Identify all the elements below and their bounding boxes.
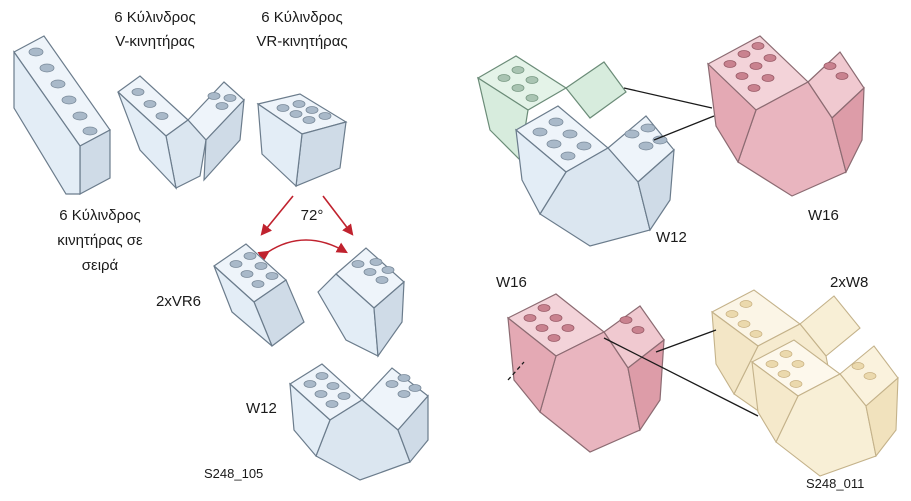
- label-2xw8: 2xW8: [830, 274, 869, 291]
- label-code-left: S248_105: [204, 466, 264, 481]
- label-code-right: S248_011: [806, 476, 865, 491]
- connector-lines-bottom: [507, 329, 759, 417]
- vr6-block: [256, 93, 348, 188]
- label-w12-right: W12: [656, 229, 687, 246]
- label-w16-bottom: W16: [496, 274, 527, 291]
- inline-6-block: [13, 35, 111, 195]
- label-vr6-line2: VR-κινητήρας: [256, 33, 348, 50]
- w16-block-bottom: [506, 293, 665, 453]
- angle-arrows: [257, 195, 354, 262]
- w12-block-right: [514, 105, 675, 247]
- w16-block-top: [706, 35, 865, 197]
- vr6-half-left: [213, 243, 305, 347]
- label-angle: 72°: [300, 207, 324, 224]
- w12-block-green: [476, 55, 627, 162]
- v6-block: [117, 75, 245, 190]
- label-inline6-line2: κινητήρας σε: [57, 232, 143, 249]
- label-inline6-line3: σειρά: [81, 257, 119, 274]
- label-v6-line2: V-κινητήρας: [115, 33, 195, 50]
- w8-block-front: [750, 339, 899, 477]
- label-w16-top: W16: [808, 207, 839, 224]
- w12-block-left: [289, 363, 429, 481]
- connector-lines-top: [623, 87, 715, 141]
- label-2xvr6: 2xVR6: [156, 293, 202, 310]
- vr6-half-right: [317, 247, 405, 358]
- label-v6-line1: 6 Κύλινδρος: [114, 9, 196, 26]
- label-inline6-line1: 6 Κύλινδρος: [59, 207, 141, 224]
- label-vr6-line1: 6 Κύλινδρος: [261, 9, 343, 26]
- label-w12-left: W12: [246, 400, 277, 417]
